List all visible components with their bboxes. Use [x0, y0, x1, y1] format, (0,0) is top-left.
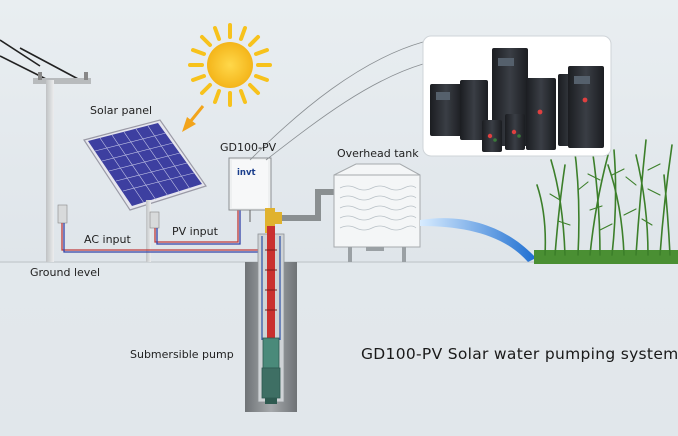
ground-shade: [0, 263, 678, 436]
solar-panel-icon: [83, 119, 207, 262]
system-title: GD100-PV Solar water pumping system: [361, 345, 678, 363]
ac-input-label: AC input: [84, 233, 131, 246]
pv-input-label: PV input: [172, 225, 218, 238]
power-pole-icon: [0, 39, 91, 262]
overhead-tank-label: Overhead tank: [337, 147, 419, 160]
product-photo-panel: [422, 35, 612, 157]
delivery-pipe: [265, 189, 334, 233]
ground-level-label: Ground level: [30, 266, 101, 279]
gd100-label: GD100-PV: [220, 141, 277, 154]
water-stream: [420, 218, 536, 262]
brand-logo: invt: [237, 168, 256, 178]
submersible-pump-icon: [261, 337, 281, 404]
callout-lines: [249, 41, 424, 161]
sun-ray-arrow-icon: [182, 105, 205, 132]
inverter-icon: invt: [228, 157, 272, 222]
water-tank-icon: [333, 163, 421, 262]
inverter-lineup-icon: [430, 48, 604, 152]
submersible-pump-label: Submersible pump: [130, 348, 234, 361]
solar-panel-label: Solar panel: [90, 104, 153, 117]
sun-icon: [188, 23, 272, 107]
